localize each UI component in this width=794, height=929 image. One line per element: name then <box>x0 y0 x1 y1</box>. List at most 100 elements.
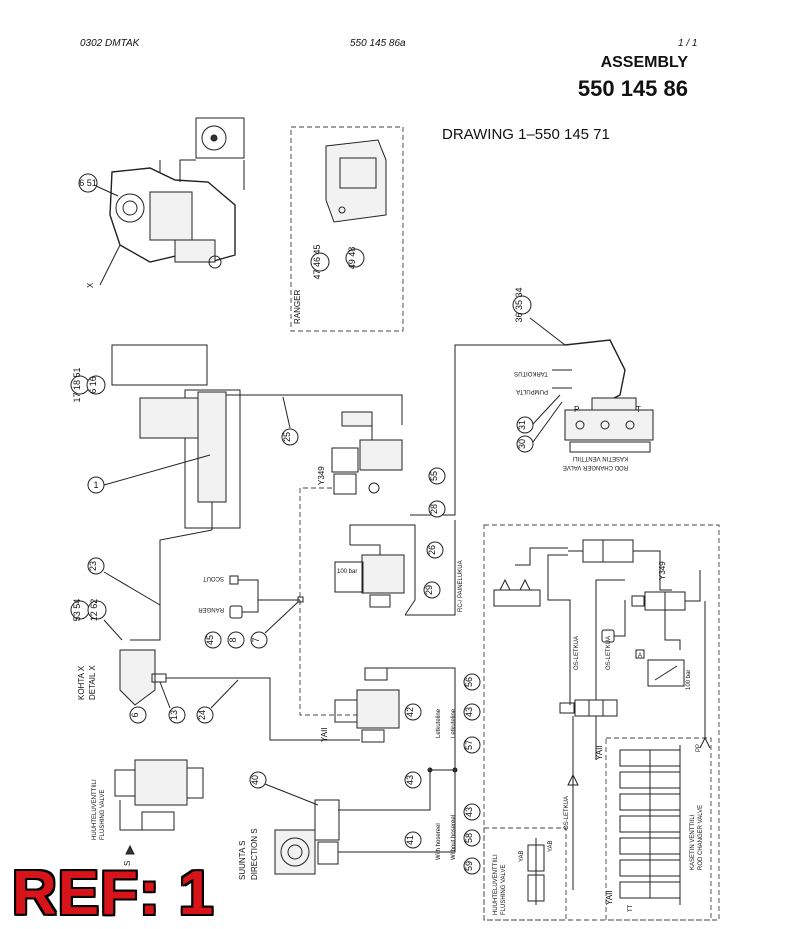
svg-text:49 48: 49 48 <box>347 247 357 270</box>
balloon-28: 28 <box>428 500 446 518</box>
valve-yaii-upper <box>334 667 400 743</box>
balloon-43-a: 43 <box>463 703 481 721</box>
svg-text:13: 13 <box>169 710 179 720</box>
balloon-49-48: 49 48 <box>345 247 365 270</box>
balloon-58: 58 <box>463 829 481 847</box>
yab-label: YAB <box>519 850 525 862</box>
svg-text:41: 41 <box>405 835 415 845</box>
svg-text:12 62: 12 62 <box>89 599 99 622</box>
balloon-6-51: 6 51 <box>78 173 98 193</box>
y349-label-b: Y349 <box>658 561 667 580</box>
svg-text:31: 31 <box>517 420 527 430</box>
balloon-43-c: 43 <box>463 803 481 821</box>
ref-badge: REF: 1 <box>12 859 215 928</box>
balloon-56: 56 <box>463 673 481 691</box>
a-marker: A <box>638 653 642 659</box>
letkuteline-label-1: Letkuteline <box>436 708 442 738</box>
assembly-number: 550 145 86 <box>577 76 688 101</box>
svg-text:55: 55 <box>429 471 439 481</box>
svg-text:57: 57 <box>464 740 474 750</box>
balloon-36-35-34: 36 35 34 <box>512 287 532 323</box>
scout-label: SCOUT <box>203 575 224 581</box>
svg-text:25: 25 <box>282 432 292 442</box>
balloon-12-62: 12 62 <box>87 599 107 622</box>
flushing-valve-label-b: FLUSHING VALVE <box>501 865 507 915</box>
balloon-57: 57 <box>463 736 481 754</box>
without-hosereel-label: Without hosereel <box>451 815 457 860</box>
svg-text:45: 45 <box>205 635 215 645</box>
ranger-frame-label: RANGER <box>293 290 302 324</box>
assembly-title: ASSEMBLY <box>600 54 688 71</box>
balloon-23: 23 <box>87 557 105 575</box>
schematic-cylinder <box>568 539 634 563</box>
pp-marker: PP <box>696 744 702 752</box>
svg-text:28: 28 <box>429 504 439 514</box>
t-port: T <box>636 405 641 414</box>
schematic-valve-bank <box>619 745 681 905</box>
y349-label: Y349 <box>317 466 326 485</box>
svg-text:6: 6 <box>130 712 140 717</box>
flushing-valve-left <box>114 759 204 831</box>
ranger-controller <box>325 139 387 223</box>
balloon-8: 8 <box>227 631 245 649</box>
rod-changer-valve <box>564 339 654 453</box>
pump-assembly <box>99 117 245 286</box>
pumpulta-label: PUMPULTA <box>516 388 548 394</box>
svg-text:6 16: 6 16 <box>88 376 98 394</box>
x-mark: X <box>86 282 95 288</box>
huuhtelu-label: HUUHTELUVENTTIILI <box>92 779 98 840</box>
pressure-100bar-label-b: 100 bar <box>686 670 692 690</box>
schematic-flushing-valve <box>527 838 545 905</box>
svg-text:24: 24 <box>197 710 207 720</box>
svg-text:43: 43 <box>464 707 474 717</box>
balloon-53-54: 53 54 <box>70 599 90 621</box>
s-mark: S <box>123 861 132 866</box>
balloon-55: 55 <box>428 467 446 485</box>
kasetin-venttiili-label: KASETIN VENTTIILI <box>572 455 628 461</box>
balloon-6: 6 <box>129 706 147 724</box>
with-hosereel-label: With hosereel <box>436 823 442 860</box>
flushing-valve-subframe <box>483 827 567 921</box>
svg-text:43: 43 <box>464 807 474 817</box>
os-letkua-label-2: OS-LETKUA <box>564 796 570 830</box>
rod-changer-valve-label: ROD CHANGER VALVE <box>563 464 628 470</box>
svg-text:56: 56 <box>464 677 474 687</box>
a-marker-box <box>635 649 645 659</box>
svg-text:29: 29 <box>424 585 434 595</box>
rc-paineluku-label: RC-/ PAINELUKUA <box>458 560 464 612</box>
svg-text:58: 58 <box>464 833 474 843</box>
header-page-number: 1 / 1 <box>678 38 698 49</box>
balloon-17-18-51: 17 18 51 <box>70 367 90 403</box>
svg-text:42: 42 <box>405 707 415 717</box>
kohta-x-label: KOHTA X <box>77 665 86 700</box>
tarkoitus-label: TARKOITUS <box>514 370 548 376</box>
balloon-29: 29 <box>423 581 441 599</box>
header-code: 0302 DMTAK <box>80 38 140 49</box>
balloon-40: 40 <box>249 771 267 789</box>
svg-text:26: 26 <box>427 545 437 555</box>
os-letkua-label-1: OS-LETKUA <box>606 636 612 670</box>
yab-label-b: YAB <box>548 840 554 852</box>
balloon-24: 24 <box>196 706 214 724</box>
svg-text:36 35 34: 36 35 34 <box>514 287 524 322</box>
os-letkua-label-3: OS-LETKUA <box>574 636 580 670</box>
valve-y349 <box>331 411 403 495</box>
hydraulic-schematic-frame <box>483 524 720 921</box>
detail-x-fitting <box>119 649 167 706</box>
svg-text:23: 23 <box>88 561 98 571</box>
ranger-frame <box>290 126 404 332</box>
schematic-solenoid-valve <box>631 570 701 611</box>
schematic-check-valve <box>493 578 541 607</box>
ranger-label: RANGER <box>198 606 224 612</box>
balloon-30: 30 <box>516 435 534 453</box>
balloon-41: 41 <box>404 831 422 849</box>
kasetin-venttiili-label-b: KASETIN VENTTIILI <box>690 814 696 870</box>
svg-text:8: 8 <box>228 637 238 642</box>
svg-text:7: 7 <box>251 637 261 642</box>
detail-x-label: DETAIL X <box>88 665 97 700</box>
direction-s-valve <box>274 799 340 875</box>
svg-text:59: 59 <box>464 861 474 871</box>
balloon-43-b: 43 <box>404 771 422 789</box>
yaii-label-a: YAII <box>320 727 329 742</box>
